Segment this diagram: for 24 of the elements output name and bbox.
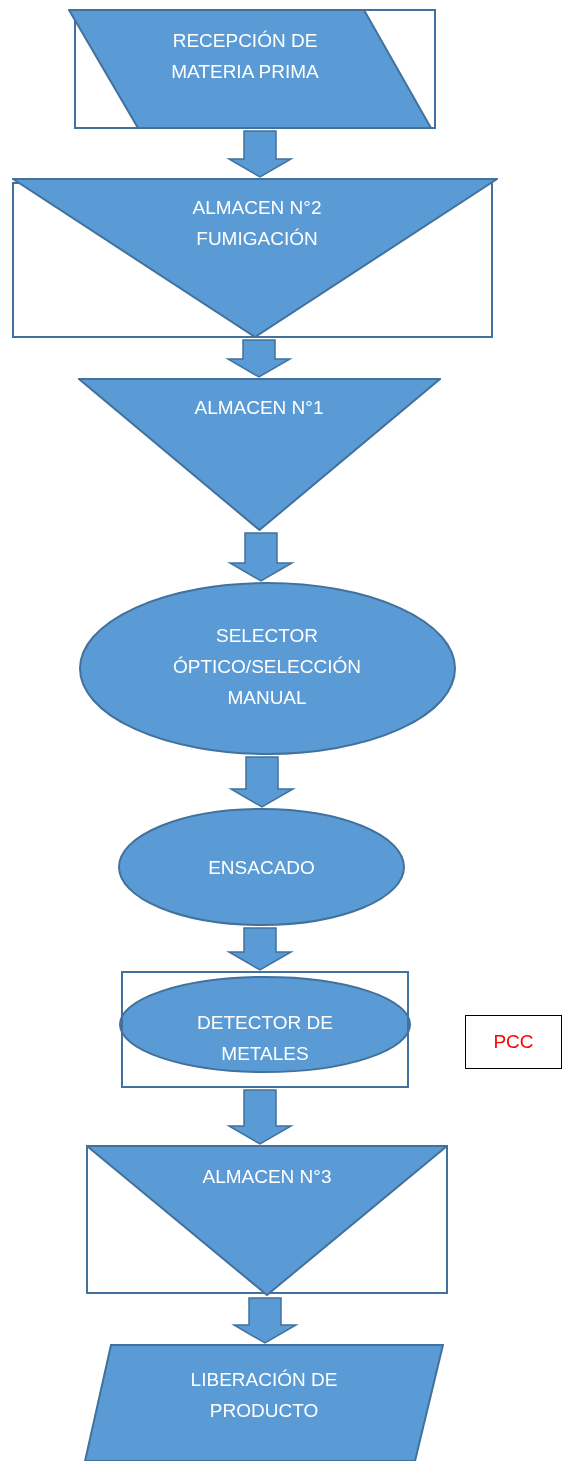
- step-label: ALMACEN N°1: [194, 396, 324, 420]
- step-label: PCC: [492, 1030, 535, 1054]
- block-arrow: [225, 339, 293, 378]
- block-arrow: [231, 1297, 299, 1344]
- block-arrow: [226, 927, 294, 971]
- step-label: ALMACEN N°2 FUMIGACIÓN: [191, 196, 323, 251]
- step-label: DETECTOR DE METALES: [196, 1011, 334, 1066]
- input-parallelogram: [68, 9, 436, 129]
- storage-triangle: [86, 1145, 448, 1296]
- storage-triangle: [78, 378, 441, 531]
- storage-triangle: [12, 178, 498, 338]
- block-arrow: [226, 130, 294, 178]
- process-ellipse: [118, 808, 405, 926]
- note-box: [465, 1015, 562, 1069]
- process-ellipse: [79, 582, 456, 755]
- block-arrow: [227, 532, 295, 582]
- step-label: ENSACADO: [207, 856, 316, 880]
- step-label: LIBERACIÓN DE PRODUCTO: [189, 1368, 339, 1423]
- step-label: SELECTOR ÓPTICO/SELECCIÓN MANUAL: [172, 624, 362, 710]
- block-arrow: [228, 756, 296, 808]
- block-arrow: [226, 1089, 294, 1145]
- step-label: RECEPCIÓN DE MATERIA PRIMA: [170, 29, 320, 84]
- step-label: ALMACEN N°3: [202, 1165, 332, 1189]
- output-parallelogram: [84, 1344, 444, 1461]
